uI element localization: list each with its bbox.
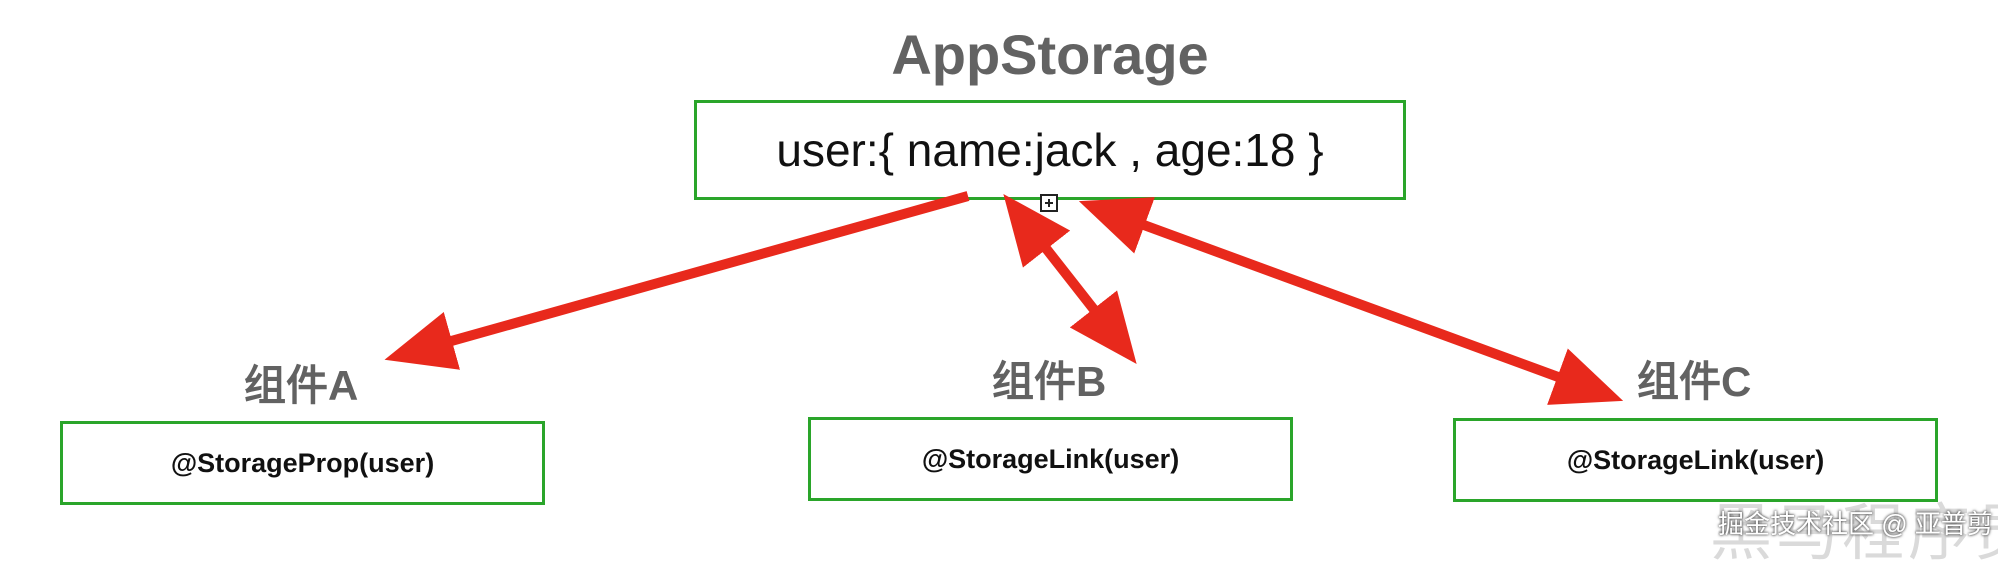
arrow-bidirectional-component-b	[1003, 193, 1137, 365]
component-b-label: 组件B	[992, 358, 1107, 405]
component-b-decorator: @StorageLink(user)	[921, 443, 1180, 474]
arrow-bidirectional-component-c	[1078, 197, 1624, 405]
component-b-box: @StorageLink(user)	[808, 417, 1293, 501]
credit-text: 掘金技术社区 @ 亚普剪	[1718, 509, 1993, 539]
diagram-title: AppStorage	[891, 23, 1209, 86]
component-c-box: @StorageLink(user)	[1453, 418, 1938, 502]
component-c-label: 组件C	[1637, 358, 1752, 405]
component-a-label: 组件A	[244, 362, 359, 409]
component-c-decorator: @StorageLink(user)	[1566, 444, 1825, 475]
component-a-box: @StorageProp(user)	[60, 421, 545, 505]
component-a-decorator: @StorageProp(user)	[170, 447, 435, 478]
arrows-layer	[384, 191, 1624, 405]
appstorage-content: user:{ name:jack , age:18 }	[776, 124, 1324, 176]
arrow-to-component-a	[384, 191, 970, 370]
